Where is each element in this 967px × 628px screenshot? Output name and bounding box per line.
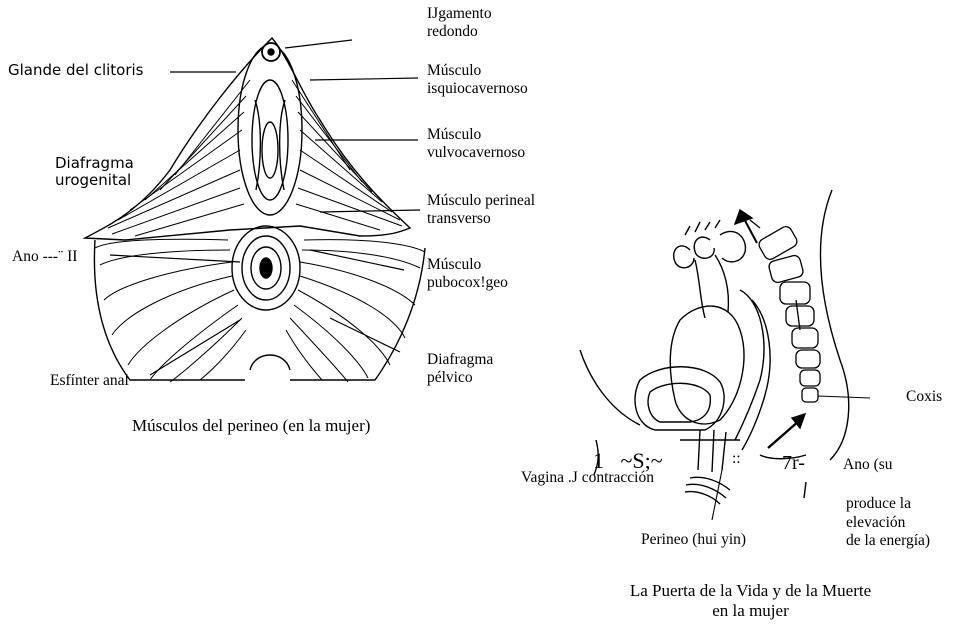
label-musculo-vulvocavernoso: Músculo vulvocavernoso [427, 126, 525, 162]
label-musculo-isquiocavernoso: Músculo isquiocavernoso [427, 62, 528, 98]
label-ocr-noise-3: :: [732, 450, 741, 468]
label-produce-elevacion: produce la elevación de la energía) [846, 495, 930, 551]
label-coxis: Coxis [906, 388, 942, 406]
caption-left-figure: Músculos del perineo (en la mujer) [132, 416, 370, 436]
caption-right-figure: La Puerta de la Vida y de la Muerte en l… [593, 581, 908, 620]
label-esfinter-anal: Esfínter anal [50, 372, 129, 390]
label-diafragma-urogenital: Diafragma urogenital [55, 155, 134, 190]
label-ano-su: Ano (su [843, 456, 893, 474]
label-vagina-contraccion: Vagina .J contracción [521, 469, 654, 487]
label-perineo-hui-yin: Perineo (hui yin) [641, 531, 746, 549]
label-diafragma-pelvico: Diafragma pélvico [427, 351, 493, 387]
label-musculo-perineal-transverso: Músculo perineal transverso [427, 192, 535, 228]
label-ano: Ano ---¨ II [12, 248, 77, 266]
label-glande-clitoris: Glande del clitoris [8, 62, 143, 79]
label-ocr-noise-2: 7r- [782, 452, 805, 475]
label-musculo-pubocoxigeo: Músculo pubocox!geo [427, 256, 508, 292]
label-ligamento-redondo: IJgamento redondo [427, 5, 492, 41]
